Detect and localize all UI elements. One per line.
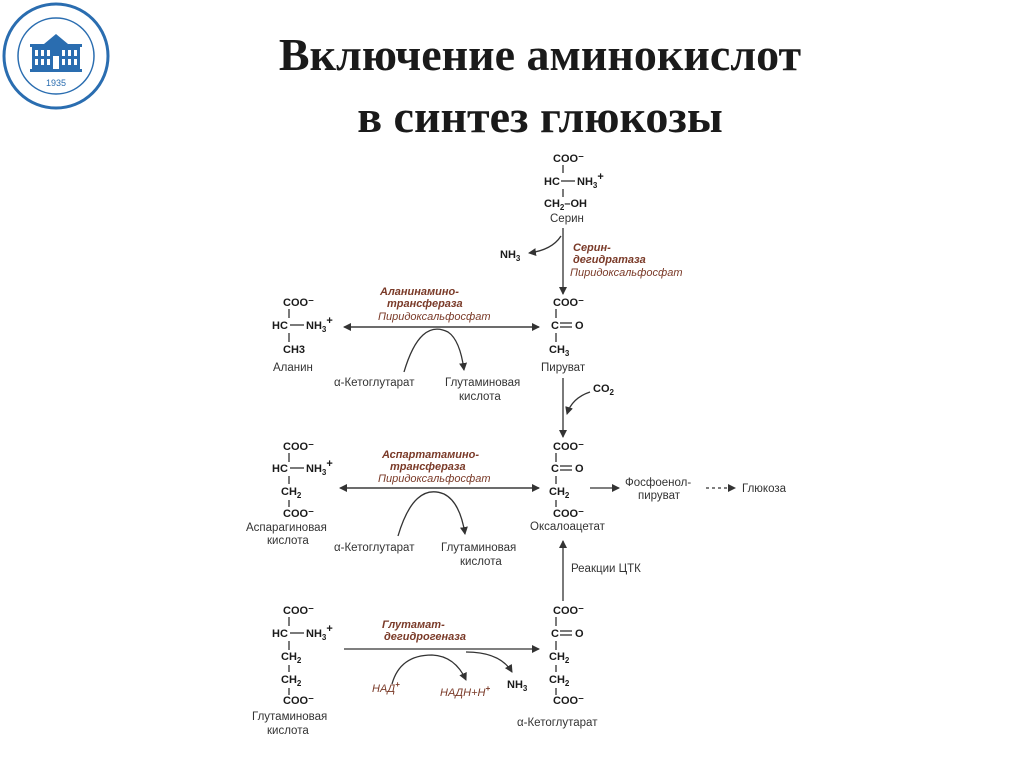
svg-text:пируват: пируват: [638, 490, 681, 502]
oxaloacetate-label: Оксалоацетат: [530, 521, 606, 533]
alanine-aminotransferase-label: Аланинамино-: [379, 286, 459, 298]
svg-text:NH3: NH3: [507, 679, 528, 693]
nh3-label: NH: [500, 249, 516, 261]
alanine-structure: COO⁻ HC NH3+ CH3 Аланин: [272, 297, 333, 374]
svg-text:NH3+: NH3+: [306, 458, 333, 477]
svg-text:CH3: CH3: [283, 344, 305, 356]
svg-text:Пиридоксальфосфат: Пиридоксальфосфат: [378, 473, 490, 485]
glucose-label: Глюкоза: [742, 483, 787, 495]
svg-text:CH2: CH2: [549, 674, 570, 688]
nh3-product-label: NH: [507, 679, 523, 691]
svg-text:NH3+: NH3+: [306, 623, 333, 642]
glutamate-dehydrogenase-label: Глутамат-: [382, 619, 445, 631]
serine-dehydratase-label: Серин-: [573, 242, 611, 254]
svg-text:CH2: CH2: [549, 486, 570, 500]
oxaloacetate-structure: COO⁻ C O CH2 COO⁻ Оксалоацетат: [530, 441, 606, 533]
svg-text:NH3: NH3: [500, 249, 521, 263]
svg-text:дегидратаза: дегидратаза: [573, 254, 646, 266]
svg-text:α-Кетоглутарат: α-Кетоглутарат: [334, 542, 415, 554]
svg-text:кислота: кислота: [460, 556, 502, 568]
svg-text:COO⁻: COO⁻: [553, 441, 584, 453]
svg-text:COO⁻: COO⁻: [553, 695, 584, 707]
svg-text:COO⁻: COO⁻: [553, 508, 584, 520]
serine-label: Серин: [550, 213, 584, 225]
svg-text:COO⁻: COO⁻: [283, 441, 314, 453]
glutamate-label: Глутаминовая: [252, 711, 327, 723]
svg-text:COO⁻: COO⁻: [553, 153, 584, 165]
svg-text:трансфераза: трансфераза: [387, 298, 463, 310]
svg-text:Пиридоксальфосфат: Пиридоксальфосфат: [378, 311, 490, 323]
alanine-label: Аланин: [273, 362, 313, 374]
university-logo: 1935: [2, 2, 110, 110]
svg-text:COO⁻: COO⁻: [283, 508, 314, 520]
svg-text:NH3+: NH3+: [577, 171, 604, 190]
svg-text:НАД+: НАД+: [372, 680, 400, 695]
svg-text:COO⁻: COO⁻: [283, 605, 314, 617]
svg-text:O: O: [575, 320, 584, 332]
aspartate-label: Аспарагиновая: [246, 522, 327, 534]
svg-text:HC: HC: [272, 628, 288, 640]
svg-text:COO⁻: COO⁻: [553, 605, 584, 617]
alpha-ketoglutarate-structure: COO⁻ C O CH2 CH2 COO⁻ α-Кетоглутарат: [517, 605, 598, 729]
svg-text:кислота: кислота: [267, 535, 309, 547]
svg-text:COO⁻: COO⁻: [553, 297, 584, 309]
svg-text:COO⁻: COO⁻: [283, 695, 314, 707]
svg-text:O: O: [575, 463, 584, 475]
svg-text:Глутаминовая: Глутаминовая: [445, 377, 520, 389]
svg-text:C: C: [551, 320, 559, 332]
svg-text:трансфераза: трансфераза: [390, 461, 466, 473]
svg-text:НАДН+Н+: НАДН+Н+: [440, 684, 490, 699]
nad-label: НАД: [372, 683, 395, 695]
pyruvate-structure: COO⁻ C O CH3 Пируват: [541, 297, 586, 374]
svg-text:CH2: CH2: [281, 486, 302, 500]
pep-label: Фосфоенол-: [625, 477, 691, 489]
svg-text:CH2: CH2: [549, 651, 570, 665]
svg-text:CH3: CH3: [549, 344, 570, 358]
svg-text:HC: HC: [272, 320, 288, 332]
svg-text:HC: HC: [272, 463, 288, 475]
svg-text:C: C: [551, 463, 559, 475]
logo-year: 1935: [46, 78, 66, 88]
svg-text:O: O: [575, 628, 584, 640]
svg-text:CO2: CO2: [593, 383, 615, 397]
co2-label: CO: [593, 383, 610, 395]
svg-text:CH2: CH2: [281, 651, 302, 665]
glutamate-structure: COO⁻ HC NH3+ CH2 CH2 COO⁻ Глутаминовая к…: [252, 605, 333, 737]
svg-text:C: C: [551, 628, 559, 640]
svg-text:HC: HC: [544, 176, 560, 188]
svg-text:CH2: CH2: [281, 674, 302, 688]
svg-text:Глутаминовая: Глутаминовая: [441, 542, 516, 554]
svg-text:кислота: кислота: [267, 725, 309, 737]
page-title-line-2: в синтез глюкозы: [357, 91, 723, 142]
page-title-line-1: Включение аминокислот: [278, 29, 802, 80]
svg-text:Пиридоксальфосфат: Пиридоксальфосфат: [570, 267, 682, 279]
svg-text:кислота: кислота: [459, 391, 501, 403]
svg-text:CH2–OH: CH2–OH: [544, 198, 587, 212]
svg-text:α-Кетоглутарат: α-Кетоглутарат: [334, 377, 415, 389]
serine-structure: COO⁻ HC NH3+ CH2–OH Серин: [544, 153, 604, 225]
nadh-label: НАДН+Н: [440, 687, 486, 699]
tca-label: Реакции ЦТК: [571, 563, 641, 575]
svg-text:COO⁻: COO⁻: [283, 297, 314, 309]
aspartate-aminotransferase-label: Аспартатамино-: [381, 449, 479, 461]
svg-text:NH3+: NH3+: [306, 315, 333, 334]
aspartate-structure: COO⁻ HC NH3+ CH2 COO⁻ Аспарагиновая кисл…: [246, 441, 333, 547]
pyruvate-label: Пируват: [541, 362, 586, 374]
alpha-ketoglutarate-label: α-Кетоглутарат: [517, 717, 598, 729]
svg-text:дегидрогеназа: дегидрогеназа: [384, 631, 466, 643]
